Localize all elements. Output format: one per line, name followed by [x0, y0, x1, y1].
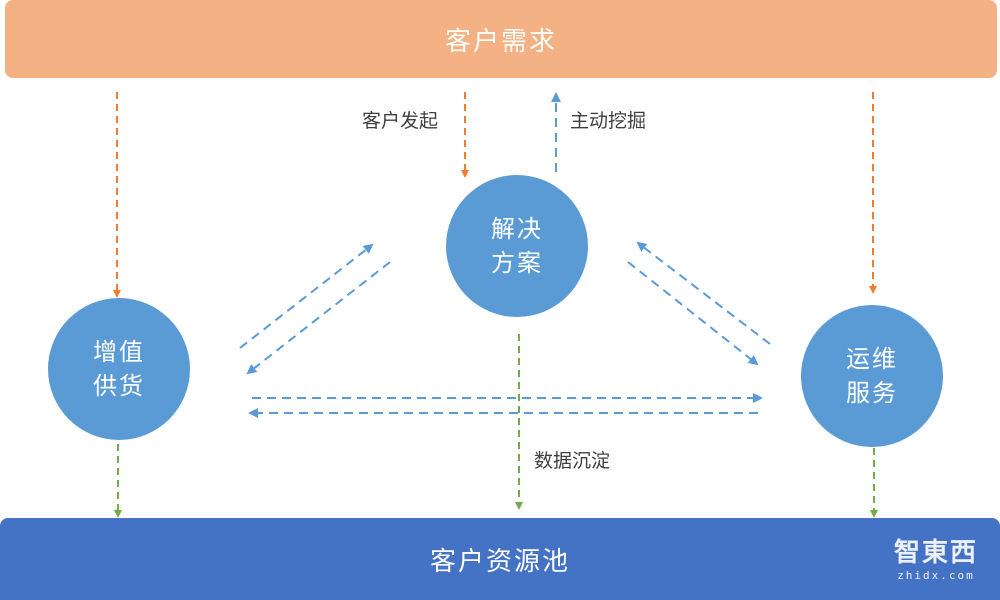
operations-service-node: 运维 服务: [801, 305, 943, 447]
active-mining-label: 主动挖掘: [570, 110, 647, 132]
customer-demand-label: 客户需求: [444, 26, 557, 57]
watermark-logo-text: 智東西: [893, 538, 978, 568]
customer-resource-pool-label: 客户资源池: [429, 546, 570, 577]
node-label-line1: 解决: [491, 215, 543, 243]
solution-to-service-arrow: [627, 261, 759, 366]
supply-to-solution-arrow: [239, 243, 374, 349]
customer-resource-pool-bar: 客户资源池: [0, 518, 1000, 600]
node-label-line1: 增值: [93, 338, 145, 366]
data-precipitation-label: 数据沉淀: [534, 450, 611, 472]
value-added-supply-node: 增值 供货: [48, 298, 190, 440]
node-label-line2: 供货: [93, 372, 145, 400]
watermark-url: zhidx.com: [897, 569, 975, 582]
service-to-solution-arrow: [636, 241, 771, 345]
node-label-line2: 服务: [846, 379, 898, 407]
solution-node: 解决 方案: [446, 175, 588, 317]
node-label-line1: 运维: [846, 345, 898, 373]
node-label-line2: 方案: [491, 249, 543, 277]
customer-initiate-label: 客户发起: [362, 110, 439, 132]
customer-demand-bar: 客户需求: [5, 0, 997, 78]
solution-to-supply-arrow: [246, 261, 391, 375]
watermark-logo: 智東西 zhidx.com: [894, 532, 978, 582]
